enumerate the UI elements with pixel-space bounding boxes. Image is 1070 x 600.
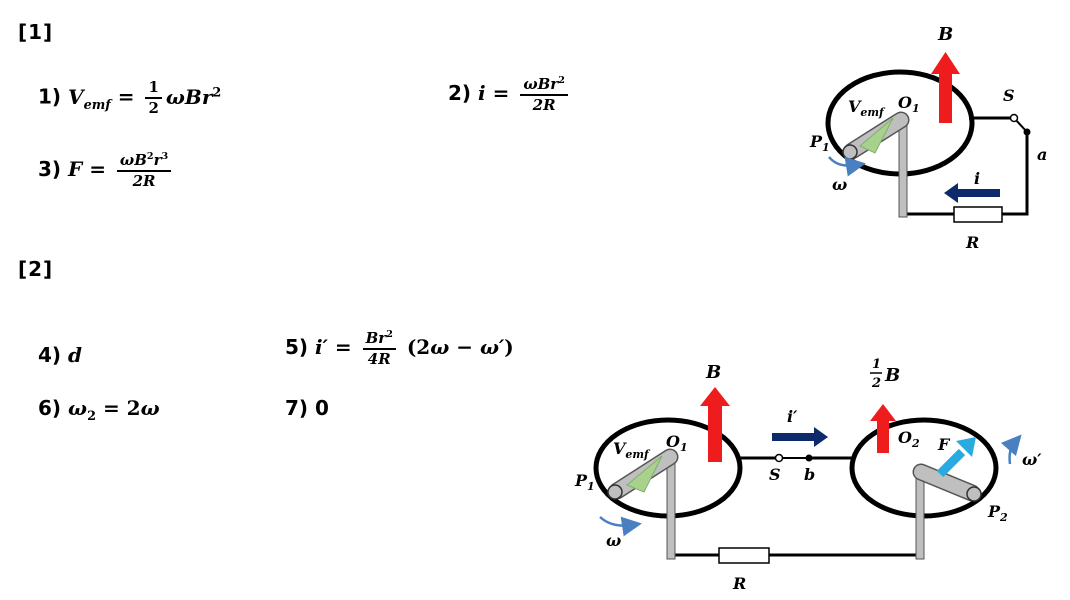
bottom-axle-1 bbox=[666, 454, 676, 560]
bottom-emf-arrow bbox=[626, 455, 663, 493]
top-field-arrow bbox=[931, 52, 960, 123]
top-label-b: B bbox=[937, 24, 953, 45]
bottom-field-arrow-1 bbox=[700, 387, 730, 462]
bottom-axle-2 bbox=[915, 469, 925, 560]
bottom-label-half-den: 2 bbox=[871, 376, 881, 391]
top-label-p1: P1 bbox=[809, 132, 830, 154]
top-label-s: S bbox=[1003, 86, 1015, 105]
answer-6: 6) ω2 = 2ω bbox=[38, 396, 160, 424]
top-axle bbox=[898, 118, 908, 218]
bottom-label-o1: O1 bbox=[666, 432, 688, 454]
top-label-o1: O1 bbox=[898, 93, 920, 115]
bottom-rotation-arrow-2 bbox=[1000, 434, 1022, 465]
bottom-label-omega-prime: ω′ bbox=[1022, 450, 1042, 469]
bottom-switch-terminal-s bbox=[774, 453, 784, 463]
top-label-vemf: Vemf bbox=[848, 97, 886, 119]
bottom-rod-1-end bbox=[607, 484, 623, 500]
top-rod-end bbox=[842, 144, 858, 160]
bottom-field-arrow-2 bbox=[870, 404, 896, 453]
top-switch-terminal-a bbox=[1023, 128, 1031, 136]
bottom-label-vemf: Vemf bbox=[613, 439, 651, 461]
top-resistor bbox=[953, 206, 1003, 223]
top-label-a: a bbox=[1037, 145, 1047, 164]
top-rotation-arrow bbox=[828, 156, 866, 177]
top-wire-right bbox=[1002, 132, 1029, 216]
bottom-label-b: B bbox=[705, 362, 721, 383]
top-label-r: R bbox=[965, 233, 979, 252]
bottom-current-arrow bbox=[772, 427, 828, 447]
bottom-rotation-arrow-1 bbox=[599, 516, 642, 537]
bottom-label-o2: O2 bbox=[898, 428, 920, 450]
bottom-diagram: B 1 2 B i′ S b R ω ω′ F Vemf O1 O2 P1 P2 bbox=[574, 357, 1042, 593]
bottom-label-r: R bbox=[732, 574, 746, 593]
bottom-rod-2-end bbox=[966, 486, 982, 502]
top-emf-arrow bbox=[859, 117, 894, 154]
bottom-label-f: F bbox=[937, 435, 951, 454]
bottom-label-half-num: 1 bbox=[872, 357, 881, 372]
answer-4: 4) d bbox=[38, 343, 83, 367]
bottom-switch-terminal-b bbox=[805, 454, 813, 462]
bottom-label-p1: P1 bbox=[574, 471, 595, 493]
bottom-label-b-half: B bbox=[884, 365, 900, 386]
section-2-heading: [2] bbox=[18, 257, 54, 281]
top-switch-terminal-s bbox=[1009, 113, 1019, 123]
bottom-label-p2: P2 bbox=[987, 502, 1008, 524]
bottom-label-i-prime: i′ bbox=[787, 407, 798, 426]
bottom-label-s: S bbox=[769, 465, 781, 484]
bottom-rod-2-fill bbox=[914, 465, 979, 500]
bottom-resistor bbox=[718, 547, 770, 564]
bottom-label-b-terminal: b bbox=[804, 465, 815, 484]
bottom-label-omega: ω bbox=[606, 531, 621, 550]
top-label-omega: ω bbox=[832, 175, 847, 194]
top-diagram: B S a i R ω Vemf O1 P1 bbox=[809, 24, 1047, 252]
top-current-arrow bbox=[944, 183, 1000, 203]
top-label-i: i bbox=[974, 169, 980, 188]
answer-7: 7) 0 bbox=[285, 396, 329, 420]
bottom-force-arrow bbox=[936, 437, 976, 478]
section-1-heading: [1] bbox=[18, 20, 54, 44]
